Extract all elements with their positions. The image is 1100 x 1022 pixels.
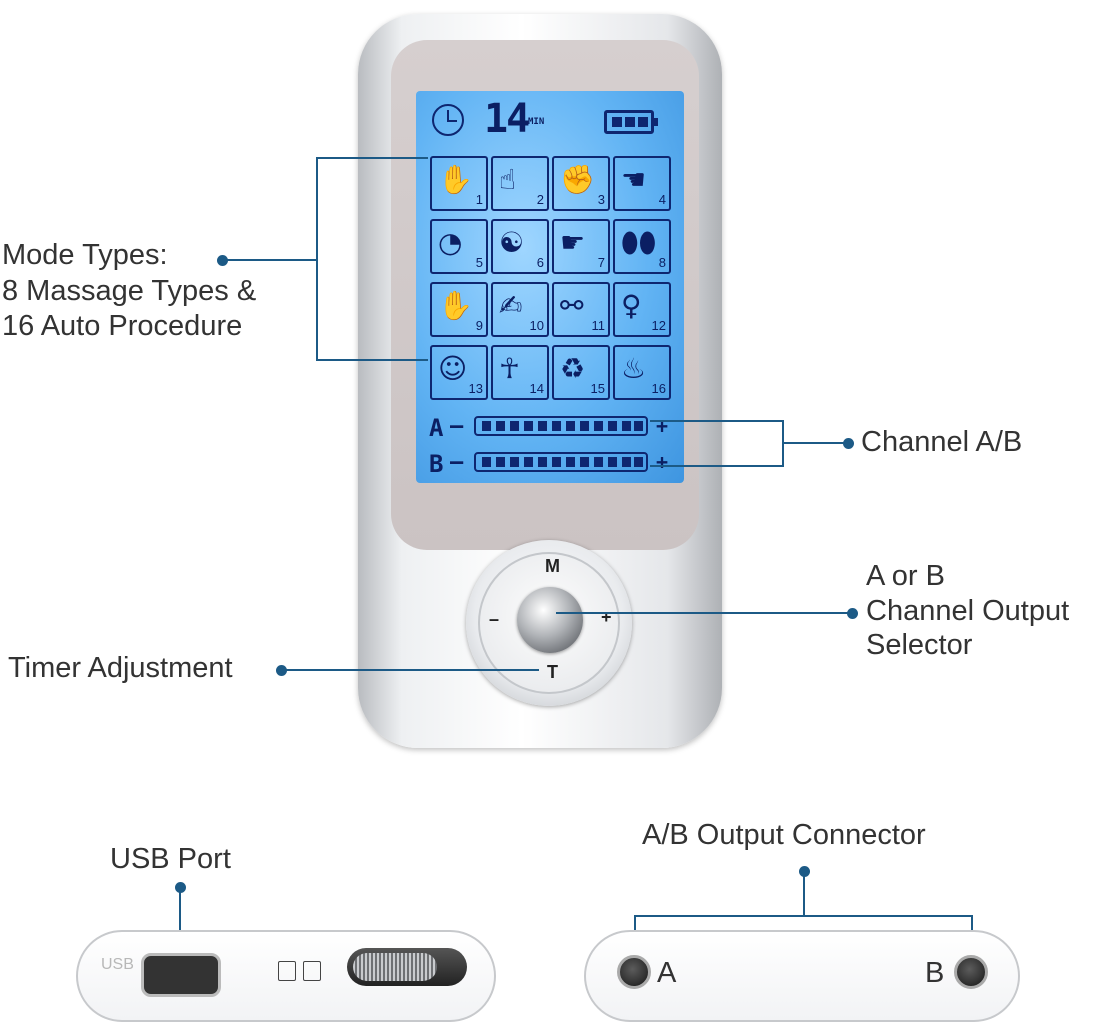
decrease-button[interactable]: – <box>489 609 500 629</box>
channel-a-label: A <box>429 414 444 442</box>
callout-mode-types-line2: 8 Massage Types & <box>2 275 257 307</box>
acupressure-icon: ☛ <box>560 226 586 259</box>
callout-mode-types-line1: Mode Types: <box>2 239 168 271</box>
indicator-led-2 <box>303 961 321 981</box>
exercise-icon: ☥ <box>499 352 520 385</box>
connector-channel <box>782 442 846 444</box>
channel-b-plus: + <box>656 450 669 474</box>
cycle-icon: ♻ <box>560 352 586 385</box>
hand-press-icon: ☝ <box>499 163 517 196</box>
body-shaping-icon: ♀ <box>621 289 642 322</box>
timer-button[interactable]: T <box>547 662 558 682</box>
mode-cell-14: ☥14 <box>491 345 549 400</box>
bracket-mode-types-bottom <box>316 359 428 361</box>
callout-timer-adjustment: Timer Adjustment <box>8 652 233 684</box>
indicator-led-1 <box>278 961 296 981</box>
connector-output-bar <box>634 915 973 917</box>
callout-selector-line3: Selector <box>866 629 973 661</box>
mode-cell-2: ☝2 <box>491 156 549 211</box>
mode-cell-6: ☯6 <box>491 219 549 274</box>
power-switch[interactable] <box>347 948 467 986</box>
channel-a-plus: + <box>656 414 669 438</box>
mode-cell-7: ☛7 <box>552 219 610 274</box>
callout-selector-line2: Channel Output <box>866 595 1070 627</box>
battery-icon <box>604 110 658 134</box>
channel-b-minus: – <box>450 450 464 475</box>
callout-channel-ab: Channel A/B <box>861 426 1023 458</box>
bracket-mode-types-top <box>316 157 428 159</box>
knead-icon: ✊ <box>560 163 595 196</box>
bracket-channel-top <box>650 420 784 422</box>
output-jack-a[interactable] <box>617 955 651 989</box>
feet-icon: ⬮⬮ <box>621 226 657 259</box>
connector-mode-types <box>222 259 318 261</box>
channel-a-intensity-bar <box>474 416 648 436</box>
mode-cell-15: ♻15 <box>552 345 610 400</box>
callout-dot-selector <box>847 608 858 619</box>
hands-chop-icon: ✋ <box>438 289 473 322</box>
head-icon: ☺ <box>438 352 468 385</box>
connector-timer <box>281 669 539 671</box>
mode-cell-9: ✋9 <box>430 282 488 337</box>
callout-dot-channel <box>843 438 854 449</box>
callout-ab-output-connector: A/B Output Connector <box>642 819 926 851</box>
mode-cell-13: ☺13 <box>430 345 488 400</box>
usb-text: USB <box>101 956 134 973</box>
channel-b-intensity-bar <box>474 452 648 472</box>
hands-tap-icon: ✋ <box>438 163 473 196</box>
mode-cell-11: ⚯11 <box>552 282 610 337</box>
mode-cell-5: ◔5 <box>430 219 488 274</box>
usb-port[interactable] <box>141 953 221 997</box>
mode-button[interactable]: M <box>545 556 560 576</box>
jack-b-label: B <box>925 957 945 989</box>
yin-yang-icon: ☯ <box>499 226 525 259</box>
mode-cell-3: ✊3 <box>552 156 610 211</box>
channel-b-label: B <box>429 450 444 478</box>
hands-scrape-icon: ✍ <box>499 289 523 322</box>
callout-selector-line1: A or B <box>866 560 945 592</box>
clock-icon <box>432 104 464 136</box>
callout-usb-port: USB Port <box>110 843 231 875</box>
bracket-mode-types-vertical <box>316 157 318 361</box>
mode-cell-4: ☚4 <box>613 156 671 211</box>
timer-value: 14 <box>484 96 530 142</box>
relax-body-icon: ♨ <box>621 352 647 385</box>
mode-cell-1: ✋1 <box>430 156 488 211</box>
connector-usb <box>179 887 181 955</box>
mode-cell-8: ⬮⬮8 <box>613 219 671 274</box>
hand-rub-icon: ☚ <box>621 163 647 196</box>
cupping-icon: ◔ <box>438 226 463 259</box>
bone-icon: ⚯ <box>560 289 584 322</box>
connector-output-stem <box>803 871 805 917</box>
increase-button[interactable]: + <box>601 607 612 627</box>
channel-selector-button[interactable] <box>517 587 583 653</box>
bracket-channel-bottom <box>650 465 784 467</box>
callout-mode-types-line3: 16 Auto Procedure <box>2 310 243 342</box>
mode-cell-12: ♀12 <box>613 282 671 337</box>
power-switch-grip[interactable] <box>353 953 437 981</box>
channel-a-minus: – <box>450 414 464 439</box>
mode-cell-16: ♨16 <box>613 345 671 400</box>
connector-selector <box>556 612 850 614</box>
timer-unit: MIN <box>528 117 545 127</box>
output-jack-b[interactable] <box>954 955 988 989</box>
mode-cell-10: ✍10 <box>491 282 549 337</box>
jack-a-label: A <box>657 957 677 989</box>
